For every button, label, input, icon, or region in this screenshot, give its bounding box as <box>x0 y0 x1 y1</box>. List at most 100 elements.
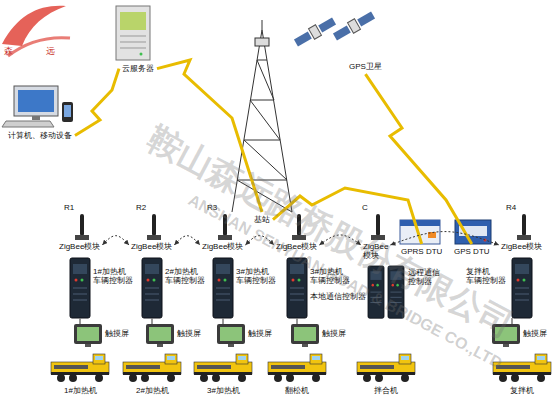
node-text: 2#加热机 车辆控制器 <box>165 267 205 285</box>
dtu-module: GPRS DTU <box>401 247 442 256</box>
company-logo <box>8 38 70 56</box>
node-text: 3#加热机 车辆控制器 <box>236 267 276 285</box>
node-text: GPS DTU <box>454 247 490 256</box>
satellite-icon <box>333 26 351 41</box>
company-logo <box>2 6 70 56</box>
server-icon <box>120 12 146 30</box>
vehicle-controller: 2#加热机 车辆控制器 <box>165 267 205 285</box>
vehicle-controller: 1#加热机 车辆控制器 <box>93 267 133 285</box>
client-device: 计算机、移动设备 <box>8 131 72 140</box>
touch-screen: 触摸屏 <box>248 329 272 338</box>
vehicle-controller: 远程通信控制器 <box>408 268 442 286</box>
machines <box>123 354 181 382</box>
machines <box>268 354 326 382</box>
base-station: 基站 <box>254 215 270 224</box>
node-text: 远程通信控制器 <box>408 268 442 286</box>
machines <box>51 354 109 382</box>
touch-screen: 触摸屏 <box>177 329 201 338</box>
paving-machine: 1#加热机 <box>64 386 97 395</box>
vehicle-controller: 3#加热机 车辆控制器 <box>310 267 350 285</box>
cloud-server: 云服务器 <box>122 64 154 73</box>
touch-screen: 触摸屏 <box>322 329 346 338</box>
node-text: 1#加热机 <box>64 386 97 395</box>
node-text: 拌合机 <box>374 386 398 395</box>
node-text: 3#加热机 <box>207 386 240 395</box>
node-text: ZigBee 模块 <box>363 242 388 260</box>
node-text: 基站 <box>254 215 270 224</box>
server-icon <box>120 42 146 43</box>
node-text: ZigBee模块 <box>59 242 100 251</box>
zigbee-link <box>390 232 499 245</box>
node-text: GPS卫星 <box>349 62 382 71</box>
node-text: ZigBee模块 <box>276 242 317 251</box>
node-text: 翻松机 <box>285 386 309 395</box>
dtu-module: GPS DTU <box>454 247 490 256</box>
computer-icon <box>14 86 58 116</box>
computer-icon <box>32 116 40 120</box>
gps-satellite: GPS卫星 <box>349 62 382 71</box>
computer-icon <box>64 105 71 117</box>
node-text: 复拌机 车辆控制器 <box>466 267 506 285</box>
computer-icon <box>2 121 54 127</box>
machines <box>194 354 252 382</box>
antenna-id: R4 <box>506 203 516 212</box>
zigbee-module: ZigBee模块 <box>202 242 243 251</box>
node-text: 3#加热机 车辆控制器 <box>310 267 350 285</box>
node-text: GPRS DTU <box>401 247 442 256</box>
wireless-link <box>365 74 471 244</box>
server-icon <box>120 48 146 49</box>
server-icon <box>120 36 146 37</box>
screens <box>74 324 102 347</box>
screens <box>146 324 174 347</box>
cable <box>80 318 512 324</box>
cable <box>222 318 224 324</box>
screens <box>291 324 319 347</box>
node-text: ZigBee模块 <box>501 242 542 251</box>
satellite-icon <box>332 10 376 42</box>
antenna-id: R2 <box>136 203 146 212</box>
zigbee-module: ZigBee模块 <box>131 242 172 251</box>
cable <box>151 318 153 324</box>
tower-icon <box>255 38 269 46</box>
antenna-id: C <box>362 203 368 212</box>
paving-machine: 翻松机 <box>285 386 309 395</box>
computer-icon <box>62 102 73 122</box>
vehicle-controller: 3#加热机 车辆控制器 <box>236 267 276 285</box>
satellite-icon <box>318 18 336 33</box>
zigbee-module: ZigBee 模块 <box>363 242 388 260</box>
node-text: 触摸屏 <box>523 329 547 338</box>
paving-machine: 3#加热机 <box>207 386 240 395</box>
company-logo <box>2 6 66 46</box>
machines <box>357 354 415 382</box>
controllers <box>142 258 162 318</box>
server-icon <box>140 53 143 56</box>
node-text: 2#加热机 <box>136 386 169 395</box>
node-text: 触摸屏 <box>322 329 346 338</box>
controllers <box>213 258 233 318</box>
wireless-link <box>75 69 119 136</box>
vehicle-controller: 复拌机 车辆控制器 <box>466 267 506 285</box>
server-icon <box>116 6 150 60</box>
cable <box>296 318 298 324</box>
satellite-icon <box>294 32 312 47</box>
node-text: 触摸屏 <box>105 329 129 338</box>
tower-icon <box>262 20 263 30</box>
node-text: 复拌机 <box>510 386 534 395</box>
controllers <box>70 258 90 318</box>
antennas <box>147 214 161 240</box>
antenna-id: R1 <box>64 203 74 212</box>
satellite-icon <box>357 12 375 27</box>
paving-machine: 复拌机 <box>510 386 534 395</box>
computer-icon <box>2 86 73 127</box>
cable <box>79 318 81 324</box>
computer-icon <box>18 90 54 112</box>
zigbee-link <box>102 236 129 245</box>
node-text: ZigBee模块 <box>202 242 243 251</box>
antennas <box>75 214 89 240</box>
node-text: 1#加热机 车辆控制器 <box>93 267 133 285</box>
logo-text: 远 <box>46 46 55 56</box>
paving-machine: 2#加热机 <box>136 386 169 395</box>
logo-text: 森 <box>4 46 13 56</box>
dtu-icon <box>400 220 440 226</box>
